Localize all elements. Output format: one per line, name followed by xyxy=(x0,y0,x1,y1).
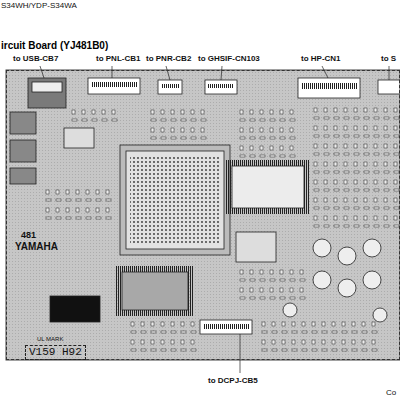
connectors xyxy=(10,78,400,334)
chips xyxy=(50,128,310,322)
smd-parts xyxy=(46,108,399,351)
leader-lines xyxy=(40,66,389,373)
connector-label: to PNL-CB1 xyxy=(96,55,140,63)
connector-label: to PNR-CB2 xyxy=(146,55,191,63)
connector-label: to DCPJ-CB5 xyxy=(208,377,258,385)
connector-label: to S xyxy=(381,55,396,63)
board-number: 481 xyxy=(21,231,36,240)
capacitors xyxy=(283,239,387,322)
connector-label: to HP-CN1 xyxy=(301,55,341,63)
circuit-board: 481YAMAHA UL MARK V159 H92 xyxy=(6,70,400,360)
connector-label: to USB-CB7 xyxy=(13,55,58,63)
lot-marking: V159 H92 xyxy=(25,345,86,360)
maker-mark: YAMAHA xyxy=(15,242,58,252)
model-header: S34WH/YDP-S34WA xyxy=(1,2,77,10)
page-note: Co xyxy=(386,389,396,397)
ul-mark: UL MARK xyxy=(37,336,63,342)
board-base xyxy=(6,70,400,360)
connector-label: to GHSIF-CN103 xyxy=(198,55,260,63)
board-title: ircuit Board (YJ481B0) xyxy=(1,41,108,51)
